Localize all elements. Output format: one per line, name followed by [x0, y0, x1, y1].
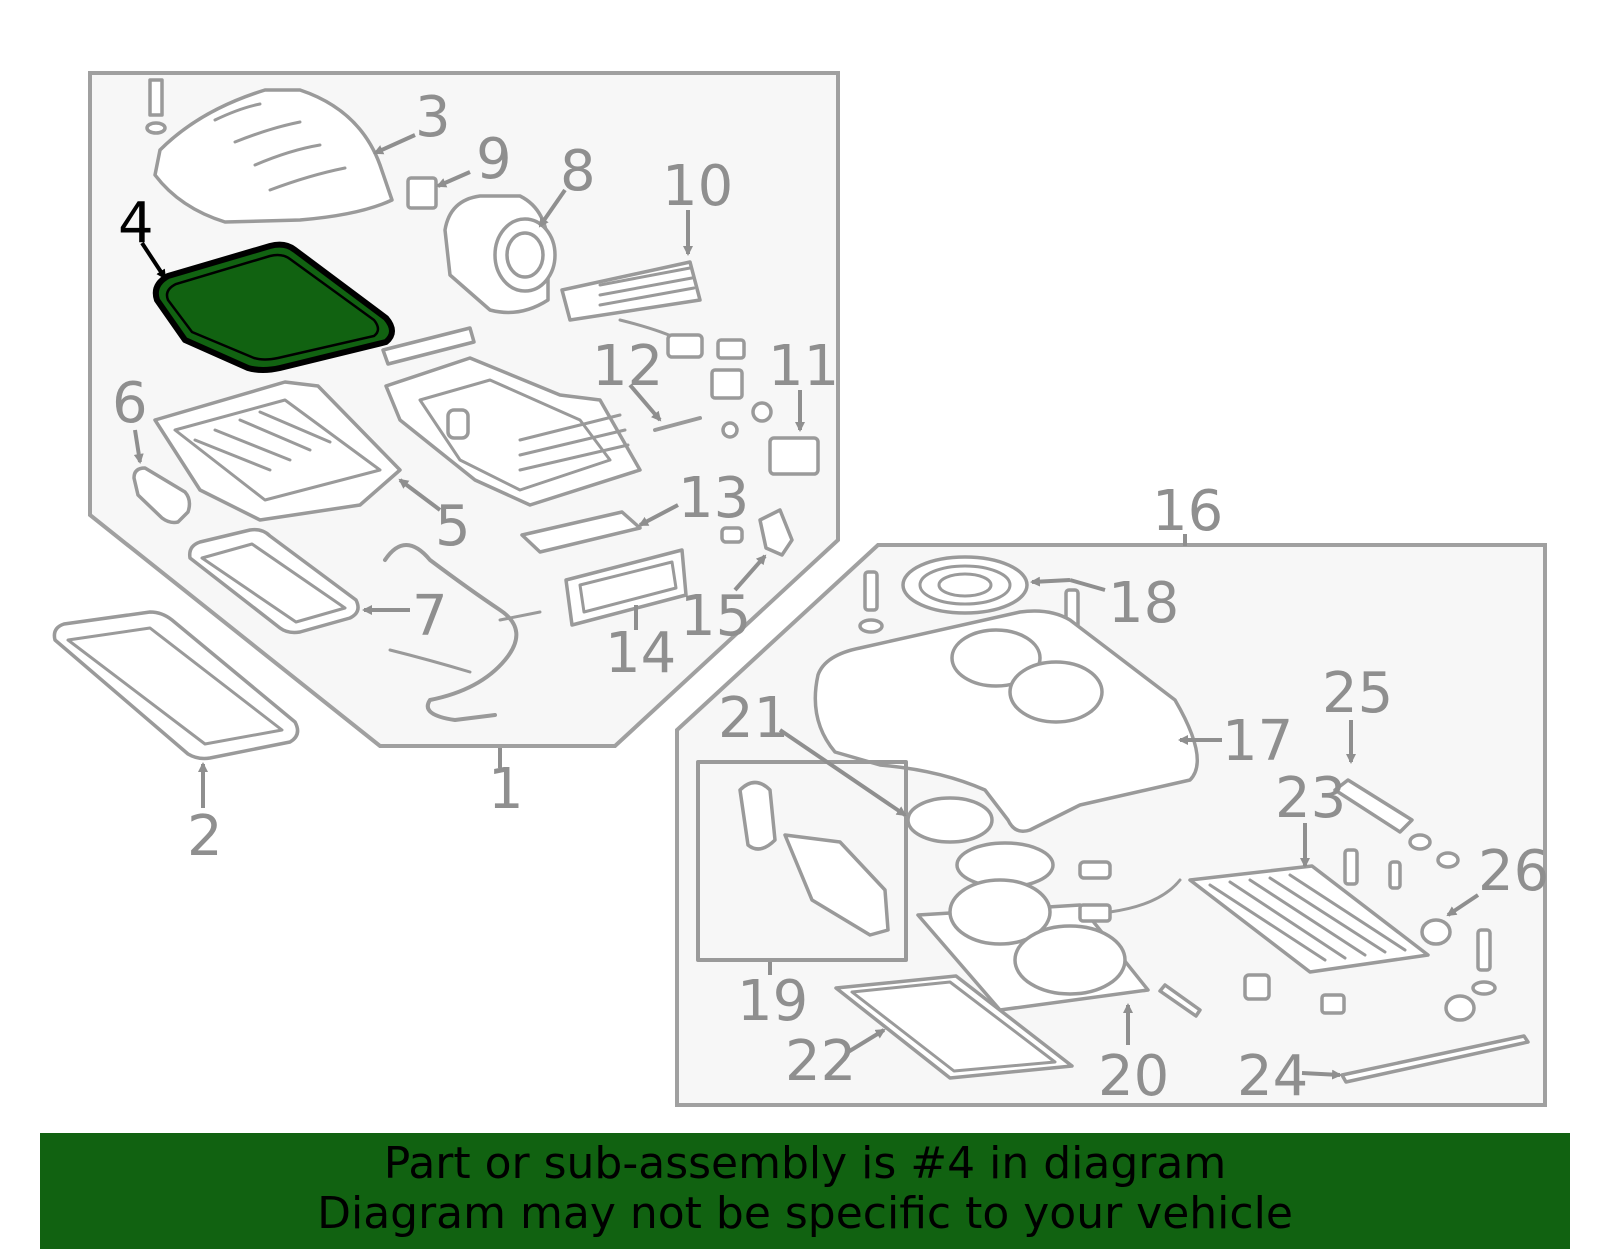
grommet [751, 401, 773, 423]
callout-1: 1 [488, 757, 524, 822]
nut [1320, 993, 1346, 1015]
callout-24: 24 [1237, 1044, 1308, 1109]
screw [720, 526, 744, 544]
callout-11: 11 [768, 334, 839, 399]
bolt [1078, 860, 1112, 880]
callout-13: 13 [678, 466, 749, 531]
bolt [716, 338, 746, 360]
part-19-grille [783, 833, 890, 937]
callout-19: 19 [737, 969, 808, 1034]
part-2-frame [52, 610, 300, 761]
connector [1078, 903, 1112, 923]
part-20-fan-assembly [916, 878, 1150, 1012]
bolt [1388, 860, 1402, 890]
part-19-grille [738, 780, 777, 851]
housing-center [384, 356, 642, 507]
callout-4: 4 [118, 191, 154, 256]
callout-21: 21 [718, 686, 789, 751]
part-13-filter [520, 510, 642, 554]
module [710, 368, 744, 400]
callout-labels: 1 2 3 4 5 6 7 8 9 10 11 12 13 14 15 16 1… [112, 85, 1549, 1109]
part-10-heater-core [560, 260, 704, 359]
callout-8: 8 [560, 139, 596, 204]
washer [1471, 980, 1497, 996]
part-3-upper-cover [145, 78, 394, 224]
part-15-clip [758, 508, 794, 557]
bracket [381, 326, 476, 366]
callout-9: 9 [476, 127, 512, 192]
part-21-ring [906, 796, 994, 844]
part-7-seal-inner [200, 542, 347, 624]
part-6-gasket [132, 466, 192, 525]
o-ring [1436, 851, 1460, 869]
part-9-connector [406, 176, 438, 210]
part-5-lower-case [153, 380, 402, 522]
bolt [1243, 973, 1271, 1001]
callout-5: 5 [435, 494, 471, 559]
callout-arrows [133, 133, 1480, 1080]
info-banner: Part or sub-assembly is #4 in diagram Di… [40, 1133, 1570, 1249]
part-7-seal [187, 527, 360, 635]
callout-16: 16 [1152, 479, 1223, 544]
washer [858, 618, 884, 634]
callout-17: 17 [1222, 709, 1293, 774]
callout-2: 2 [187, 804, 223, 869]
part-2-frame-inner [66, 626, 284, 746]
screw [863, 570, 879, 612]
wire [1108, 878, 1182, 914]
part-26-valve [1420, 918, 1452, 946]
part-18-fan-guard [901, 555, 1029, 615]
part-17-shroud [813, 609, 1199, 833]
part-14-vent [564, 548, 688, 627]
part-25-drier [1333, 778, 1414, 834]
part-23-condenser [1188, 864, 1430, 974]
callout-14: 14 [605, 621, 676, 686]
bolt [1343, 848, 1359, 886]
callout-7: 7 [412, 584, 448, 649]
grommet [721, 421, 739, 439]
callout-15: 15 [680, 584, 751, 649]
banner-line-1: Part or sub-assembly is #4 in diagram [383, 1138, 1227, 1189]
part-22-filter [834, 974, 1074, 1080]
cap [1444, 994, 1476, 1022]
callout-26: 26 [1478, 839, 1549, 904]
wiring-harness [388, 610, 542, 674]
part-24-strip [1340, 1034, 1530, 1084]
wiring-harness [383, 543, 519, 722]
part-19-inset [696, 760, 908, 962]
callout-20: 20 [1098, 1044, 1169, 1109]
bolt [1476, 928, 1492, 972]
callout-6: 6 [112, 371, 148, 436]
callout-22: 22 [785, 1029, 856, 1094]
callout-18: 18 [1108, 571, 1179, 636]
callout-25: 25 [1322, 661, 1393, 726]
bracket [1158, 983, 1202, 1018]
o-ring [1408, 833, 1432, 851]
callout-23: 23 [1275, 766, 1346, 831]
callout-10: 10 [662, 154, 733, 219]
banner-line-2: Diagram may not be specific to your vehi… [317, 1188, 1293, 1239]
part-12-sensor [653, 416, 702, 432]
part-22-filter-inner [850, 980, 1057, 1073]
part-11-actuator [768, 436, 820, 476]
callout-12: 12 [592, 334, 663, 399]
callout-3: 3 [415, 85, 451, 150]
